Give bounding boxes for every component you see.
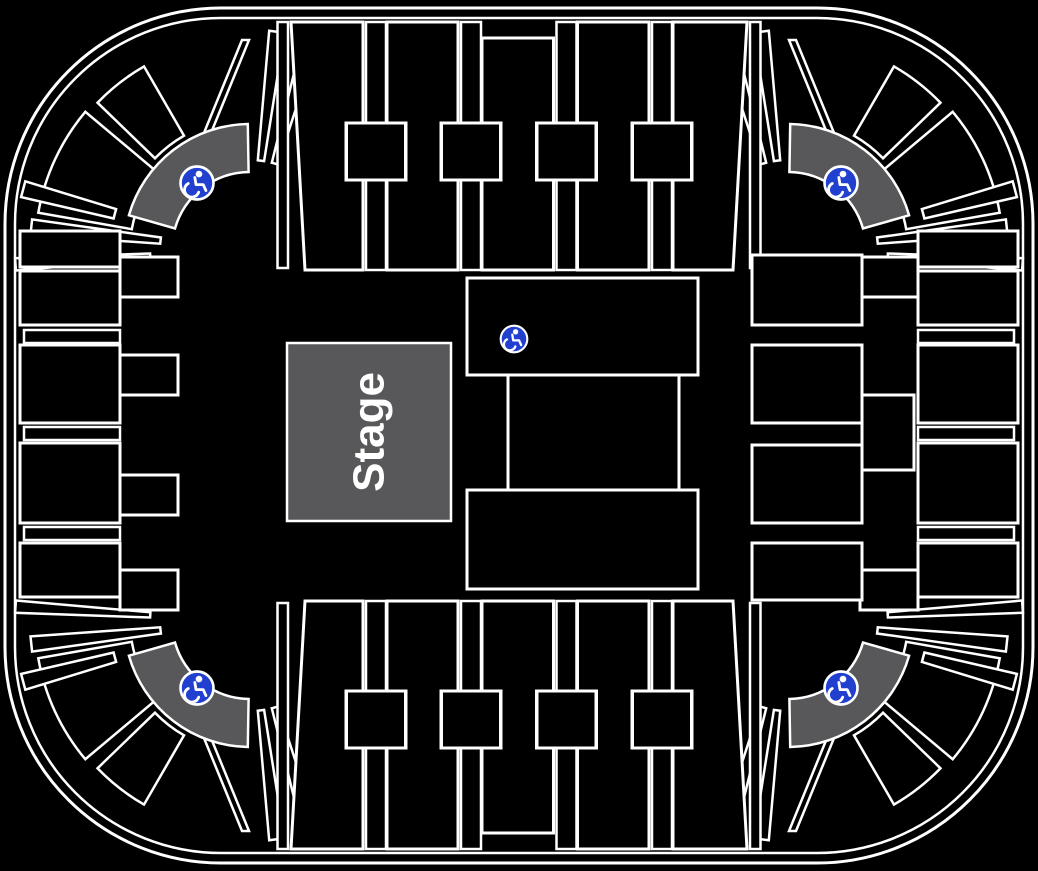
vomitory-box[interactable] bbox=[118, 473, 180, 517]
vomitory-box[interactable] bbox=[118, 568, 180, 612]
upper-sections-bottom bbox=[276, 599, 762, 851]
inner-concourse-boundary bbox=[13, 16, 1025, 855]
seating-section[interactable] bbox=[18, 541, 122, 599]
seating-section[interactable] bbox=[18, 441, 122, 525]
seating-section[interactable] bbox=[18, 229, 122, 269]
seating-section[interactable] bbox=[18, 343, 122, 425]
aisle-channel bbox=[22, 328, 122, 345]
wheelchair-accessible-icon bbox=[823, 165, 859, 201]
sections-right bbox=[750, 229, 1020, 612]
vomitory-box[interactable] bbox=[535, 121, 598, 182]
aisle-strip bbox=[276, 601, 290, 851]
aisle-channel bbox=[916, 328, 1016, 345]
aisle-channel bbox=[916, 525, 1016, 542]
floor-section-middle[interactable] bbox=[506, 373, 681, 492]
floor-section-front[interactable] bbox=[465, 276, 700, 377]
vomitory-box[interactable] bbox=[345, 121, 407, 182]
stage-label: Stage bbox=[345, 372, 394, 492]
vomitory-box[interactable] bbox=[860, 393, 916, 472]
floor-section-rear[interactable] bbox=[465, 488, 700, 591]
aisle-channel bbox=[22, 425, 122, 442]
aisle-strip bbox=[276, 20, 290, 270]
wheelchair-accessible-icon bbox=[499, 324, 529, 354]
seating-section[interactable] bbox=[916, 541, 1020, 599]
wheelchair-accessible-icon bbox=[179, 165, 215, 201]
aisle-channel bbox=[22, 525, 122, 542]
vomitory-box[interactable] bbox=[858, 568, 920, 612]
sections-left bbox=[18, 229, 180, 612]
vomitory-box[interactable] bbox=[118, 353, 180, 397]
vomitory-box[interactable] bbox=[535, 689, 598, 750]
vomitory-box[interactable] bbox=[440, 689, 502, 750]
vomitory-box[interactable] bbox=[631, 121, 693, 182]
vomitory-box[interactable] bbox=[440, 121, 502, 182]
vomitory-box[interactable] bbox=[631, 689, 693, 750]
outer-boundary bbox=[3, 6, 1035, 865]
seating-section[interactable] bbox=[916, 441, 1020, 525]
aisle-strip bbox=[748, 20, 762, 270]
floor-area: Stage bbox=[285, 276, 700, 591]
stage bbox=[285, 341, 453, 523]
aisle-channel bbox=[916, 425, 1016, 442]
seating-section[interactable] bbox=[916, 229, 1020, 269]
wheelchair-accessible-icon bbox=[179, 670, 215, 706]
wheelchair-accessible-icon bbox=[823, 670, 859, 706]
aisle-strip bbox=[748, 601, 762, 851]
seating-section[interactable] bbox=[18, 269, 122, 327]
seating-section[interactable] bbox=[750, 253, 864, 327]
seating-section[interactable] bbox=[750, 343, 864, 425]
seating-section[interactable] bbox=[916, 343, 1020, 425]
vomitory-box[interactable] bbox=[345, 689, 407, 750]
vomitory-box[interactable] bbox=[118, 255, 180, 299]
vomitory-box[interactable] bbox=[858, 255, 920, 299]
seating-section[interactable] bbox=[750, 541, 864, 602]
seating-section[interactable] bbox=[750, 443, 864, 525]
upper-sections-top bbox=[276, 20, 762, 272]
seating-section[interactable] bbox=[916, 269, 1020, 327]
